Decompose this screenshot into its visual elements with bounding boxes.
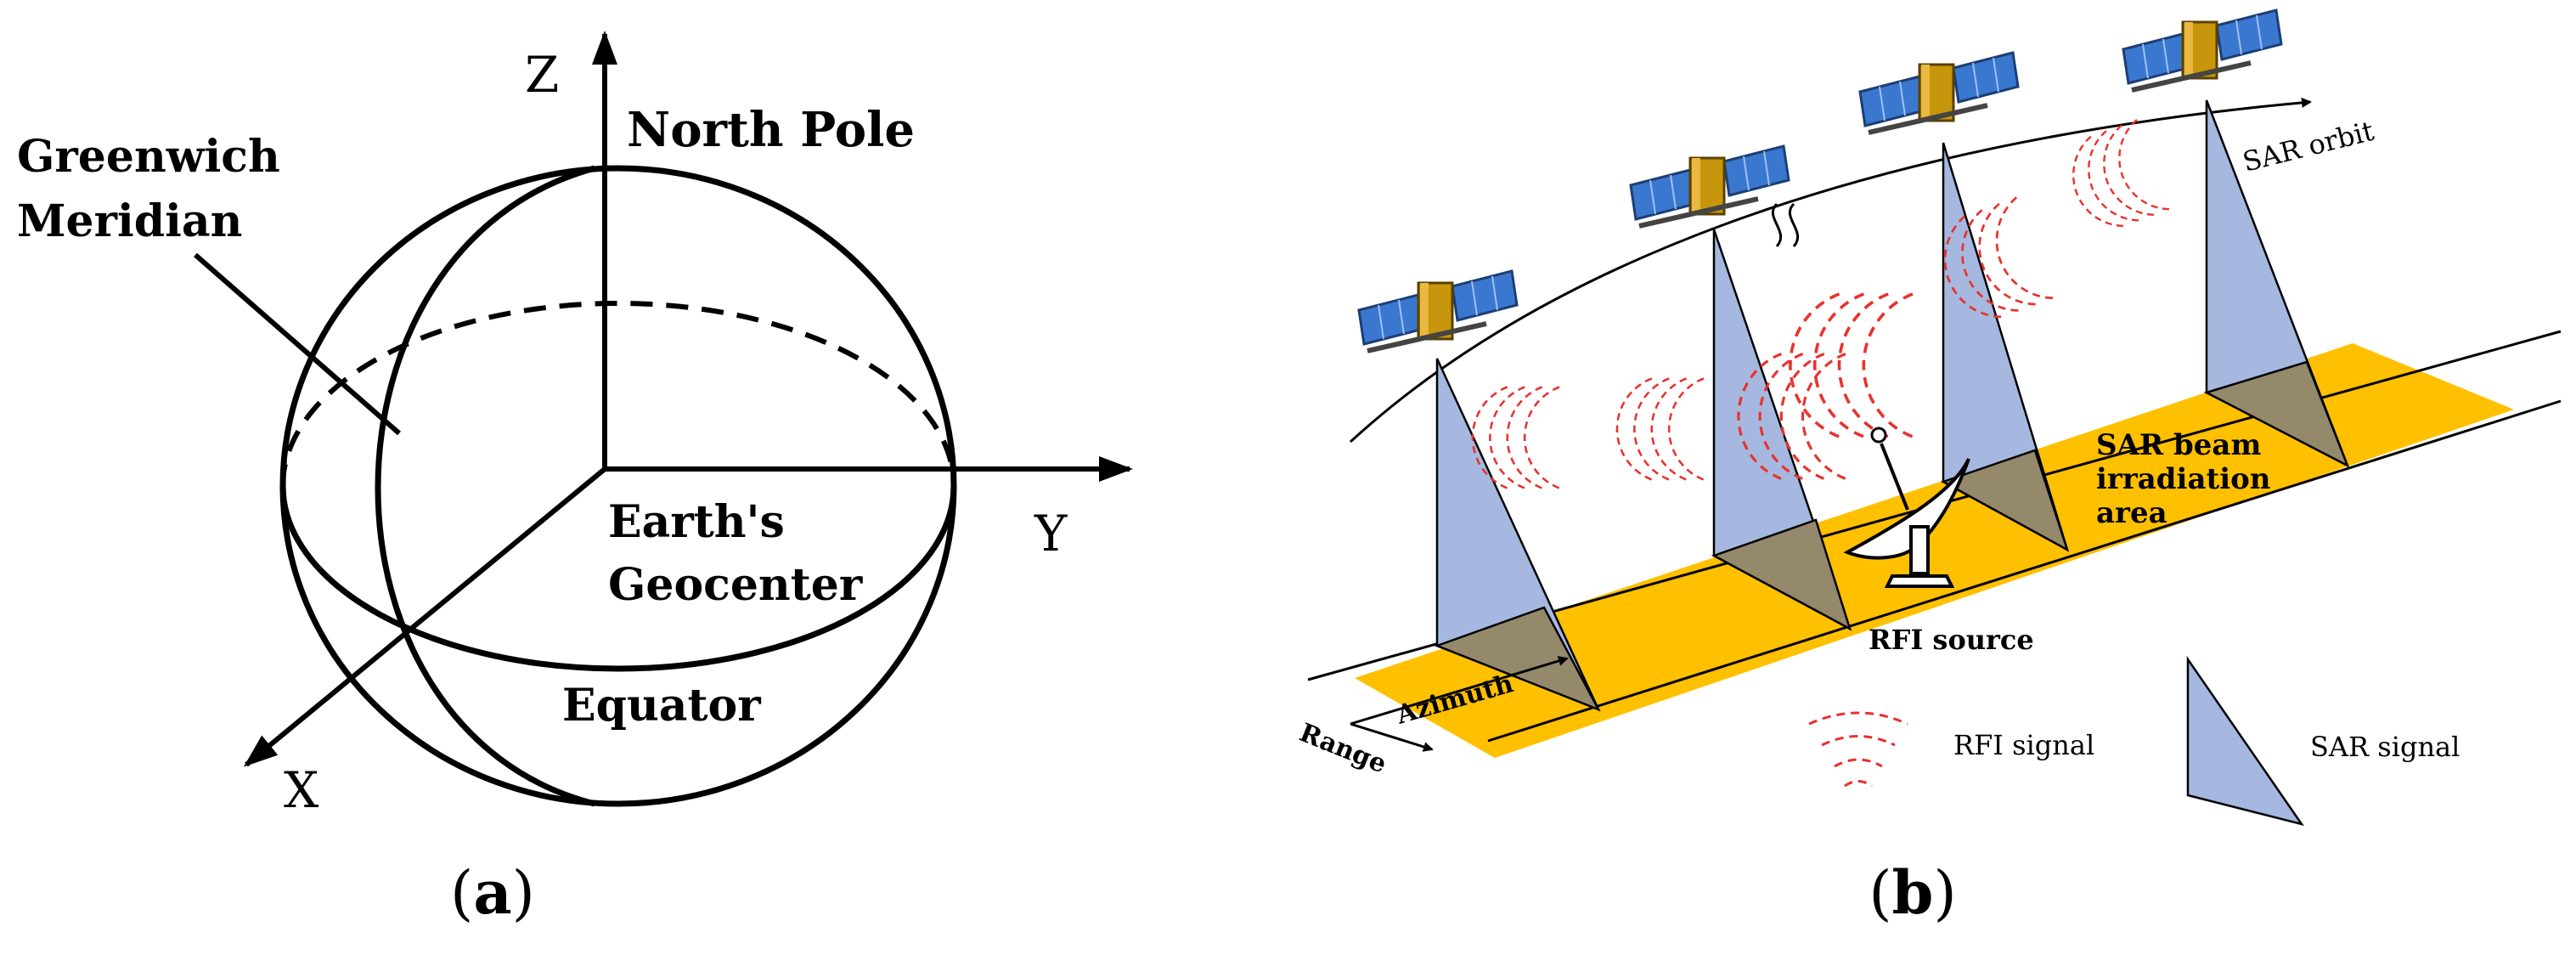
legend-rfi-signal-symbol (1808, 711, 1908, 788)
panel-a: Z Y X North Pole Greenwich Meridian Eart… (17, 31, 1133, 928)
equator-back-dashed (280, 301, 956, 487)
satellite-4 (2123, 10, 2281, 90)
geocenter-label-line2: Geocenter (608, 559, 863, 611)
z-axis-label: Z (525, 46, 559, 104)
rfi-wave-group-6 (2059, 118, 2171, 239)
satellite-3 (1860, 53, 2018, 133)
greenwich-meridian-curve (375, 165, 595, 807)
sar-beam-3 (1940, 142, 2070, 552)
sar-beam-4 (2203, 99, 2350, 468)
caption-a-letter: a (473, 857, 511, 928)
rfi-waves (1471, 118, 2171, 489)
caption-a: (a) (450, 857, 535, 928)
earth-globe (279, 165, 957, 807)
equator-label: Equator (562, 680, 761, 732)
greenwich-leader-line (194, 252, 401, 436)
legend-sar-signal-label: SAR signal (2310, 731, 2460, 763)
greenwich-label-line2: Meridian (17, 195, 242, 247)
axes (194, 31, 1133, 767)
rfi-source-label: RFI source (1869, 624, 2034, 656)
satellite-1 (1359, 271, 1517, 351)
rfi-source-antenna (1843, 427, 1970, 588)
heat-squiggles (1771, 202, 1800, 247)
rfi-wave-group-2 (1615, 377, 1705, 481)
azimuth-arrow (1350, 656, 1569, 726)
caption-b: (b) (1869, 857, 1957, 928)
legend-rfi-signal-label: RFI signal (1953, 729, 2094, 761)
swath-area (1355, 343, 2514, 758)
legend-sar-signal-symbol (2186, 655, 2304, 827)
sar-beam-1 (1434, 358, 1601, 712)
geocenter-label-line1: Earth's (608, 496, 785, 548)
rfi-wave-group-1 (1471, 386, 1561, 489)
beam-label-line3: area (2096, 496, 2167, 530)
north-pole-label: North Pole (627, 102, 915, 158)
legend: RFI signal SAR signal (1808, 655, 2460, 827)
y-axis-label: Y (1034, 505, 1068, 562)
range-label: Range (1295, 718, 1390, 780)
x-axis-label: X (284, 761, 319, 819)
range-arrow (1350, 722, 1434, 752)
beam-label-line2: irradiation (2096, 462, 2271, 496)
swath-edge-near (1487, 399, 2562, 743)
panel-b: SAR orbit SAR beam irradiation area RFI … (1295, 10, 2562, 928)
sar-beams (1434, 99, 2350, 712)
satellites (1359, 10, 2281, 351)
rfi-wave-group-4 (1789, 292, 1914, 438)
equator-front (279, 485, 957, 672)
caption-b-letter: b (1892, 857, 1934, 928)
azimuth-range-axes (1350, 656, 1569, 752)
beam-label-line1: SAR beam (2096, 428, 2261, 462)
satellite-2 (1631, 146, 1789, 226)
x-axis (243, 466, 606, 767)
sar-orbit-path (1349, 97, 2312, 444)
sar-orbit-label: SAR orbit (2240, 115, 2377, 178)
greenwich-label-line1: Greenwich (17, 131, 280, 183)
